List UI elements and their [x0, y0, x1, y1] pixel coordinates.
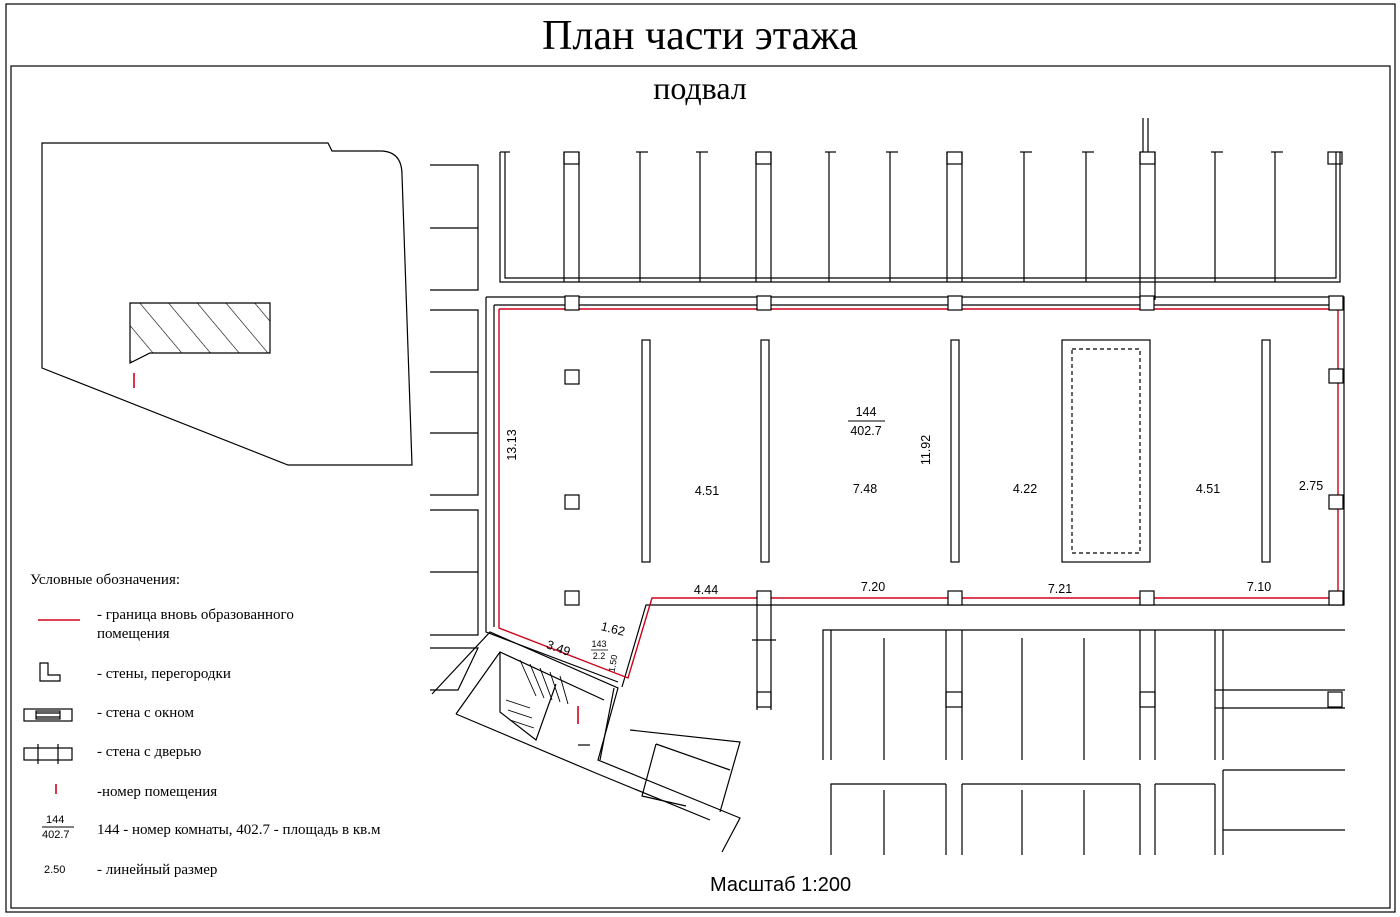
- legend-wall-corner-icon: [39, 662, 61, 682]
- legend-item-fraction: 144 - номер комнаты, 402.7 - площадь в к…: [97, 822, 381, 838]
- dim-bottom-4: 7.10: [1247, 580, 1271, 594]
- legend-symbols: [23, 619, 80, 828]
- dim-right-width: 2.75: [1299, 479, 1323, 493]
- page-subtitle: подвал: [653, 70, 747, 106]
- dim-bottom-3: 7.21: [1048, 582, 1072, 596]
- legend-heading: Условные обозначения:: [30, 572, 181, 588]
- columns: [564, 295, 1344, 606]
- room-area: 402.7: [850, 424, 881, 438]
- dim-column-height: 11.92: [919, 435, 933, 465]
- legend-item-room-marker: -номер помещения: [97, 784, 218, 800]
- site-scheme: [41, 142, 413, 466]
- dim-span-2: 7.48: [853, 482, 877, 496]
- scale-label: Масштаб 1:200: [710, 874, 852, 896]
- legend-fraction-den: 402.7: [42, 829, 70, 841]
- stair-room-number: 143: [591, 639, 606, 649]
- parking-bottom: [752, 605, 1345, 855]
- dim-bottom-1: 4.44: [694, 583, 718, 597]
- dim-span-3: 4.22: [1013, 482, 1037, 496]
- inner-frame: [10, 65, 1391, 909]
- legend-item-window: - стена с окном: [97, 705, 194, 721]
- parking-left: [430, 164, 479, 691]
- legend-wall-window-icon: [23, 708, 73, 722]
- main-hall-walls: [485, 296, 1345, 688]
- dim-bottom-2: 7.20: [861, 580, 885, 594]
- legend-fraction-num: 144: [46, 814, 65, 826]
- legend-wall-door-icon: [23, 744, 73, 764]
- legend-item-dimension: - линейный размер: [97, 862, 218, 878]
- dim-stair-small: 1.50: [607, 654, 620, 673]
- legend-dim-sample: 2.50: [44, 864, 66, 876]
- dim-span-4: 4.51: [1196, 482, 1220, 496]
- legend-item-door: - стена с дверью: [97, 744, 202, 760]
- outer-frame: [5, 3, 1396, 913]
- legend-item-boundary-line1: - граница вновь образованного: [97, 607, 294, 623]
- parking-top: [499, 118, 1343, 300]
- room-number: 144: [856, 405, 877, 419]
- stair-block: [431, 631, 741, 853]
- dimension-labels: 13.13 11.92 4.51 7.48 4.22 4.51 2.75 4.4…: [505, 405, 1323, 673]
- dim-left-height: 13.13: [505, 429, 519, 460]
- dim-span-1: 4.51: [695, 484, 719, 498]
- legend-item-walls: - стены, перегородки: [97, 666, 231, 682]
- stair-room-area: 2.2: [593, 651, 606, 661]
- page-title: План части этажа: [542, 13, 858, 59]
- dim-stair-top: 1.62: [599, 619, 626, 638]
- legend-item-boundary-line2: помещения: [97, 626, 170, 642]
- interior-partitions: [641, 339, 1271, 563]
